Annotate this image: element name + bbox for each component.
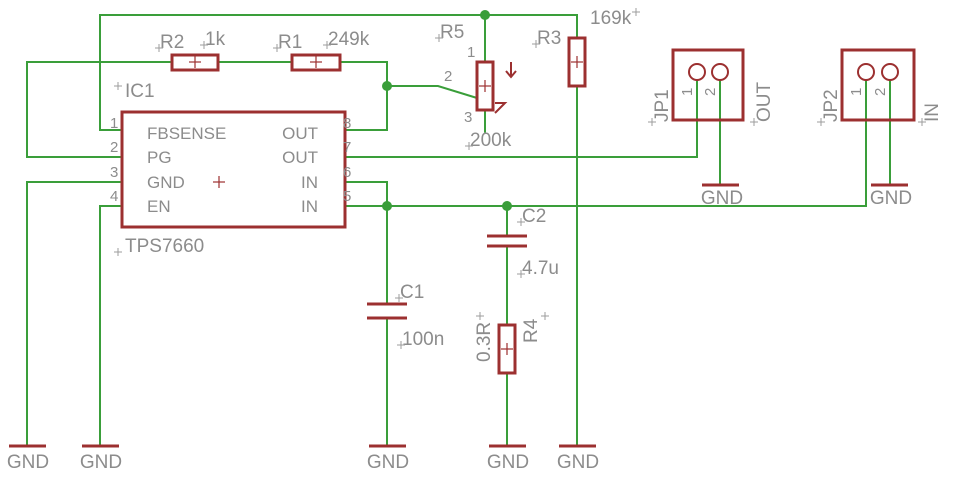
r3-value: 169k xyxy=(590,8,632,29)
r5-trim-mark xyxy=(494,102,508,114)
ic1-value: TPS7660 xyxy=(125,236,204,257)
jp1-value: OUT xyxy=(754,82,775,123)
r3[interactable]: R3 169k xyxy=(537,8,632,88)
r5-name: R5 xyxy=(440,22,464,43)
c2-name: C2 xyxy=(522,206,546,227)
r5-pin-number: 1 xyxy=(467,44,475,61)
r5-pin-number: 2 xyxy=(444,68,452,85)
r4[interactable]: R4 0.3R xyxy=(474,318,542,375)
net-pg xyxy=(26,61,171,158)
net-out-jp1 xyxy=(344,79,698,158)
net-in-jp2 xyxy=(344,79,867,207)
c2-value: 4.7u xyxy=(522,258,559,279)
ic1-pin-label: OUT xyxy=(282,148,318,167)
ic1-pin-number: 6 xyxy=(343,164,351,181)
gnd-label: GND xyxy=(701,188,743,209)
net-gnd-pin3 xyxy=(26,181,121,446)
ic1-pin-label: FBSENSE xyxy=(147,124,226,143)
r2[interactable]: R2 1k xyxy=(160,29,226,72)
ic1-pin-number: 7 xyxy=(343,139,351,156)
net-wiper xyxy=(386,85,478,99)
gnd-symbol: GND xyxy=(80,444,122,473)
ic1-pin-label: EN xyxy=(147,197,171,216)
gnd-symbol: GND xyxy=(870,183,912,209)
gnd-symbol: GND xyxy=(557,444,599,473)
junction-dot xyxy=(382,81,392,91)
c1-value: 100n xyxy=(402,329,444,350)
ic1-pin-label: PG xyxy=(147,148,172,167)
ic1-name: IC1 xyxy=(125,81,155,102)
ic1-pin-label: IN xyxy=(301,173,318,192)
ic1-pin-number: 8 xyxy=(343,115,351,132)
r4-body xyxy=(497,323,517,375)
r4-name: R4 xyxy=(521,318,542,343)
gnd-symbol: GND xyxy=(487,444,529,473)
jp1-pad xyxy=(711,63,729,81)
ic1[interactable]: IC1 TPS7660 FBSENSE PG GND EN OUT OUT IN… xyxy=(110,81,351,257)
ic1-pin-label: IN xyxy=(301,197,318,216)
jp2-body xyxy=(840,48,916,122)
r1-name: R1 xyxy=(278,32,302,53)
r2-name: R2 xyxy=(160,32,184,53)
gnd-label: GND xyxy=(367,452,409,473)
junction-dot xyxy=(502,201,512,211)
junctions xyxy=(382,10,512,211)
net-out-pin8 xyxy=(339,61,388,131)
r1-value: 249k xyxy=(328,29,370,50)
net-en xyxy=(99,205,121,446)
r5[interactable]: R5 200k 1 2 3 xyxy=(440,22,517,151)
ic1-pin-number: 5 xyxy=(343,188,351,205)
gnd-label: GND xyxy=(870,188,912,209)
jp1[interactable]: 1 2 JP1 OUT xyxy=(652,48,775,123)
r4-value: 0.3R xyxy=(474,322,495,362)
origin-marks xyxy=(114,8,926,349)
junction-dot xyxy=(382,201,392,211)
r3-name: R3 xyxy=(537,28,561,49)
jp2-pin-number: 2 xyxy=(872,88,889,96)
r1[interactable]: R1 249k xyxy=(278,29,370,72)
gnd-symbol: GND xyxy=(7,444,49,473)
jp2-pad xyxy=(857,63,875,81)
jp2[interactable]: 1 2 JP2 IN xyxy=(821,48,943,122)
gnd-label: GND xyxy=(557,452,599,473)
jp2-name: JP2 xyxy=(821,89,842,122)
r3-body xyxy=(567,36,587,88)
wires xyxy=(26,14,891,446)
ic1-pin-label: GND xyxy=(147,173,185,192)
jp2-pin-number: 1 xyxy=(848,88,865,96)
gnd-symbol: GND xyxy=(367,444,409,473)
net-fbsense xyxy=(99,14,578,131)
junction-dot xyxy=(480,10,490,20)
gnd-symbol: GND xyxy=(701,183,743,209)
c1[interactable]: C1 100n xyxy=(367,282,444,350)
gnd-label: GND xyxy=(487,452,529,473)
ic1-pin-number: 4 xyxy=(110,188,118,205)
jp2-pad xyxy=(881,63,899,81)
jp1-pad xyxy=(688,63,706,81)
ic1-body xyxy=(120,110,347,229)
ic1-pin-number: 3 xyxy=(110,164,118,181)
jp1-pin-number: 2 xyxy=(702,88,719,96)
net-in-pin6 xyxy=(344,181,388,305)
r2-body xyxy=(170,53,220,72)
r5-pin-number: 3 xyxy=(464,109,472,126)
jp1-body xyxy=(671,48,745,122)
ic1-pin-number: 2 xyxy=(110,139,118,156)
r1-body xyxy=(290,53,342,72)
r5-body xyxy=(475,60,495,112)
r5-value: 200k xyxy=(470,130,512,151)
c1-name: C1 xyxy=(400,282,424,303)
gnd-label: GND xyxy=(7,452,49,473)
ic1-pin-label: OUT xyxy=(282,124,318,143)
jp1-name: JP1 xyxy=(652,89,673,122)
gnd-label: GND xyxy=(80,452,122,473)
jp2-value: IN xyxy=(922,103,943,122)
r2-value: 1k xyxy=(205,29,226,50)
c2[interactable]: C2 4.7u xyxy=(487,206,559,279)
jp1-pin-number: 1 xyxy=(679,88,696,96)
ic1-pin-number: 1 xyxy=(110,115,118,132)
